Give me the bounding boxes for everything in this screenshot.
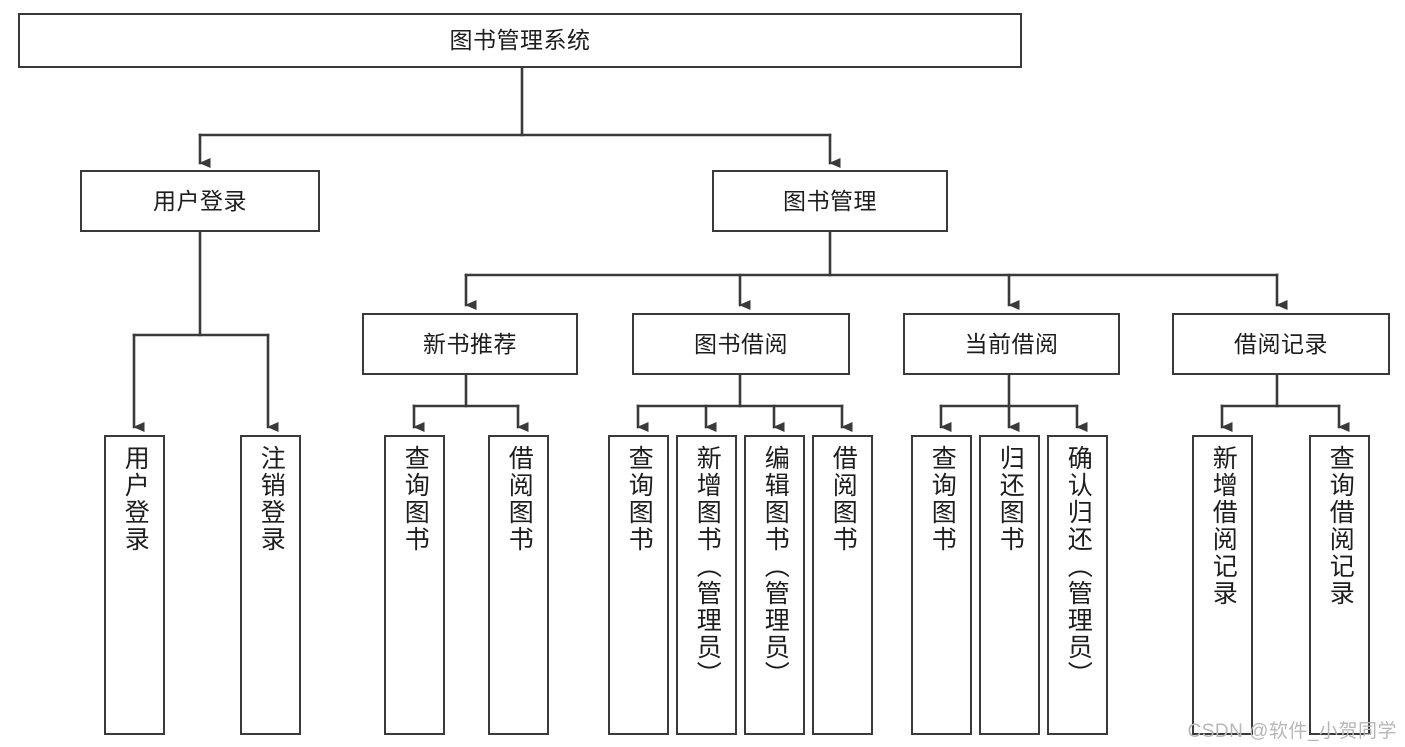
leaf-new-book-rec-query-label: 查询图书 (401, 445, 430, 553)
leaf-user-login-login-label: 用户登录 (121, 445, 150, 553)
leaf-book-borrow-query[interactable]: 查询图书 (608, 435, 669, 735)
leaf-current-borrow-query-label: 查询图书 (928, 445, 957, 553)
leaf-borrow-record-query-label: 查询借阅记录 (1326, 445, 1355, 607)
node-book-borrow-label: 图书借阅 (694, 330, 788, 357)
leaf-current-borrow-confirm-label: 确认归还（管理员） (1064, 445, 1093, 688)
leaf-book-borrow-add[interactable]: 新增图书（管理员） (676, 435, 737, 735)
node-borrow-record[interactable]: 借阅记录 (1172, 313, 1390, 375)
leaf-book-borrow-query-label: 查询图书 (625, 445, 654, 553)
node-book-borrow[interactable]: 图书借阅 (632, 313, 850, 375)
leaf-book-borrow-edit-label: 编辑图书（管理员） (761, 445, 790, 688)
leaf-new-book-rec-borrow-label: 借阅图书 (505, 445, 534, 553)
node-book-manage-label: 图书管理 (783, 187, 877, 214)
node-user-login-label: 用户登录 (153, 187, 247, 214)
node-current-borrow-label: 当前借阅 (964, 330, 1059, 357)
node-book-manage[interactable]: 图书管理 (712, 170, 948, 232)
node-current-borrow[interactable]: 当前借阅 (903, 313, 1120, 375)
leaf-borrow-record-query[interactable]: 查询借阅记录 (1309, 435, 1370, 735)
leaf-current-borrow-query[interactable]: 查询图书 (911, 435, 972, 735)
leaf-book-borrow-borrow[interactable]: 借阅图书 (812, 435, 873, 735)
leaf-book-borrow-add-label: 新增图书（管理员） (693, 445, 722, 688)
leaf-user-login-logout-label: 注销登录 (257, 445, 286, 553)
leaf-borrow-record-add[interactable]: 新增借阅记录 (1192, 435, 1253, 735)
watermark: CSDN @软件_小贺同学 (1187, 721, 1397, 742)
node-borrow-record-label: 借阅记录 (1234, 330, 1328, 357)
leaf-user-login-login[interactable]: 用户登录 (104, 435, 165, 735)
leaf-current-borrow-confirm[interactable]: 确认归还（管理员） (1047, 435, 1108, 735)
node-root[interactable]: 图书管理系统 (18, 13, 1022, 68)
leaf-current-borrow-return-label: 归还图书 (996, 445, 1025, 553)
leaf-new-book-rec-query[interactable]: 查询图书 (384, 435, 445, 735)
node-root-label: 图书管理系统 (449, 27, 591, 54)
node-new-book-rec[interactable]: 新书推荐 (362, 313, 578, 375)
leaf-new-book-rec-borrow[interactable]: 借阅图书 (488, 435, 549, 735)
leaf-book-borrow-edit[interactable]: 编辑图书（管理员） (744, 435, 805, 735)
node-new-book-rec-label: 新书推荐 (423, 330, 517, 357)
leaf-current-borrow-return[interactable]: 归还图书 (979, 435, 1040, 735)
leaf-borrow-record-add-label: 新增借阅记录 (1209, 445, 1238, 607)
leaf-book-borrow-borrow-label: 借阅图书 (829, 445, 858, 553)
leaf-user-login-logout[interactable]: 注销登录 (240, 435, 301, 735)
node-user-login[interactable]: 用户登录 (80, 170, 320, 232)
